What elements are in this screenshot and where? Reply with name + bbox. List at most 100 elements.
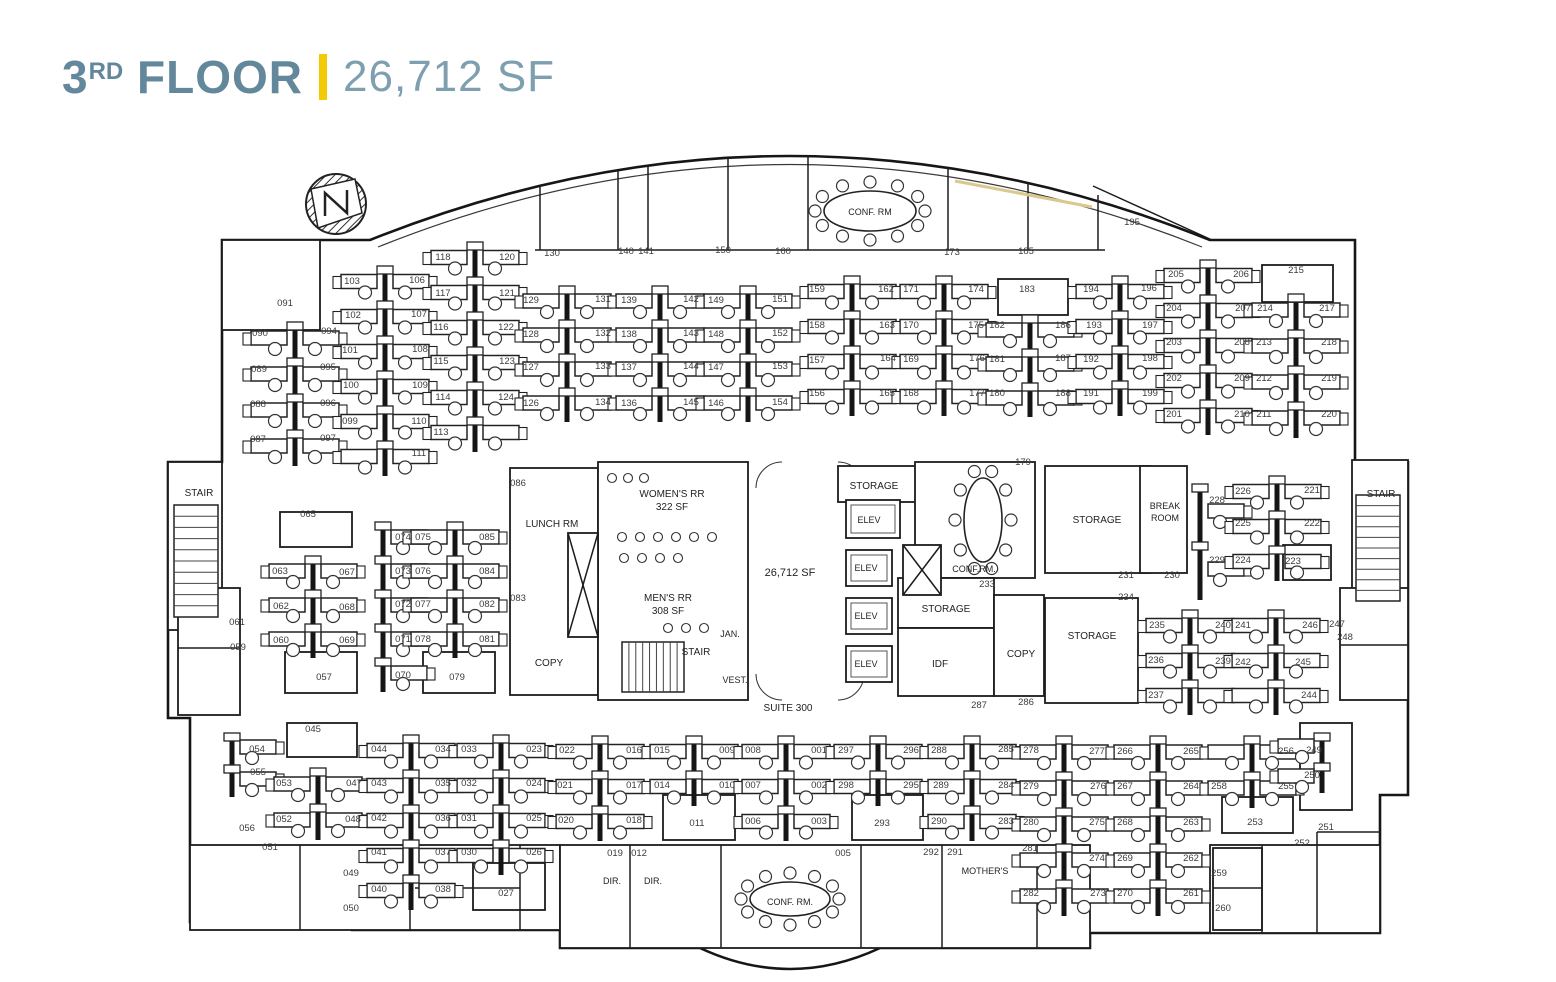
workstation-number: 284 — [998, 780, 1014, 791]
workstation-number: 014 — [654, 780, 670, 791]
conference-table — [948, 464, 1018, 576]
workstation-number: 049 — [343, 868, 359, 879]
workstation-number: 048 — [345, 814, 361, 825]
workstation-number: 148 — [708, 329, 724, 340]
workstation-number: 089 — [251, 364, 267, 375]
workstation-number: 286 — [1018, 697, 1034, 708]
restroom-fixture — [638, 472, 650, 484]
workstation-number: 102 — [345, 310, 361, 321]
workstation-number: 145 — [683, 397, 699, 408]
stair-treads — [173, 504, 219, 618]
workstation-number: 174 — [968, 284, 984, 295]
workstation-number: 202 — [1166, 373, 1182, 384]
workstation-number: 226 — [1235, 486, 1251, 497]
room-label: 322 SF — [656, 502, 688, 513]
cubicle-pod — [514, 285, 620, 422]
workstation-number: 069 — [339, 635, 355, 646]
workstation-number: 001 — [811, 745, 827, 756]
room-walls — [1139, 465, 1188, 574]
workstation-number: 247 — [1329, 619, 1345, 630]
room-walls — [1339, 587, 1409, 701]
workstation-number: 236 — [1148, 655, 1164, 666]
workstation-number: 051 — [262, 842, 278, 853]
north-arrow-icon — [305, 173, 367, 235]
cubicle-pod — [695, 285, 801, 422]
workstation-number: 151 — [772, 294, 788, 305]
workstation-number: 031 — [461, 813, 477, 824]
workstation-number: 056 — [239, 823, 255, 834]
workstation-number: 224 — [1235, 555, 1251, 566]
workstation-number: 267 — [1117, 781, 1133, 792]
restroom-fixture — [616, 531, 628, 543]
cubicle-pod — [332, 265, 438, 476]
restroom-fixture — [654, 552, 666, 564]
restroom-fixture — [680, 622, 692, 634]
workstation-number: 140 — [618, 246, 634, 257]
workstation-number: 233 — [979, 579, 995, 590]
room-label: 26,712 SF — [765, 567, 816, 579]
room-label: STAIR — [1367, 489, 1396, 500]
workstation-number: 219 — [1321, 373, 1337, 384]
workstation-number: 185 — [1018, 246, 1034, 257]
workstation-number: 023 — [526, 744, 542, 755]
accent-divider-bar — [319, 54, 328, 100]
workstation-number: 252 — [1294, 838, 1310, 849]
workstation-number: 210 — [1234, 409, 1250, 420]
floor-ordinal: RD — [88, 58, 124, 85]
workstation-number: 109 — [412, 380, 428, 391]
workstation-number: 062 — [273, 601, 289, 612]
workstation-number: 292 — [923, 847, 939, 858]
cubicle-pod — [1067, 275, 1173, 416]
workstation-number: 038 — [435, 884, 451, 895]
workstation-number: 230 — [1164, 570, 1180, 581]
workstation-number: 008 — [745, 745, 761, 756]
workstation-number: 106 — [409, 275, 425, 286]
workstation-number: 187 — [1055, 353, 1071, 364]
workstation-number: 245 — [1295, 657, 1311, 668]
workstation-number: 248 — [1337, 632, 1353, 643]
workstation-number: 201 — [1166, 409, 1182, 420]
workstation-number: 198 — [1142, 353, 1158, 364]
workstation-number: 108 — [412, 344, 428, 355]
workstation-number: 152 — [772, 328, 788, 339]
cubicle-pod — [1011, 735, 1117, 916]
workstation-number: 239 — [1215, 656, 1231, 667]
room-walls — [997, 278, 1069, 316]
workstation-number: 212 — [1256, 373, 1272, 384]
workstation-number: 063 — [272, 566, 288, 577]
workstation-number: 259 — [1211, 868, 1227, 879]
workstation-number: 111 — [412, 448, 426, 459]
room-label: JAN. — [720, 629, 740, 639]
workstation-number: 015 — [654, 745, 670, 756]
workstation-number: 144 — [683, 361, 699, 372]
workstation-number: 067 — [339, 567, 355, 578]
workstation-number: 086 — [510, 478, 526, 489]
workstation-number: 060 — [273, 635, 289, 646]
room-label: VEST. — [722, 675, 747, 685]
workstation-number: 100 — [343, 380, 359, 391]
workstation-number: 213 — [1256, 337, 1272, 348]
workstation-number: 115 — [433, 356, 448, 367]
workstation-number: 195 — [1124, 217, 1140, 228]
room-walls — [284, 651, 358, 694]
room-walls — [221, 239, 321, 331]
workstation-number: 290 — [931, 816, 947, 827]
workstation-number: 237 — [1148, 690, 1164, 701]
workstation-number: 160 — [775, 246, 791, 257]
workstation-number: 084 — [479, 566, 495, 577]
workstation-number: 025 — [526, 813, 542, 824]
workstation-number: 228 — [1209, 495, 1225, 506]
workstation-number: 107 — [411, 309, 427, 320]
workstation-number: 129 — [523, 295, 539, 306]
workstation-number: 044 — [371, 744, 387, 755]
cubicle-pod — [825, 735, 931, 806]
workstation-number: 194 — [1083, 284, 1099, 295]
workstation-number: 117 — [435, 288, 450, 299]
workstation-number: 173 — [944, 247, 960, 258]
workstation-number: 127 — [523, 362, 539, 373]
workstation-number: 052 — [276, 814, 292, 825]
workstation-number: 277 — [1089, 746, 1105, 757]
workstation-number: 164 — [880, 353, 896, 364]
workstation-number: 273 — [1090, 888, 1106, 899]
workstation-number: 296 — [903, 745, 919, 756]
